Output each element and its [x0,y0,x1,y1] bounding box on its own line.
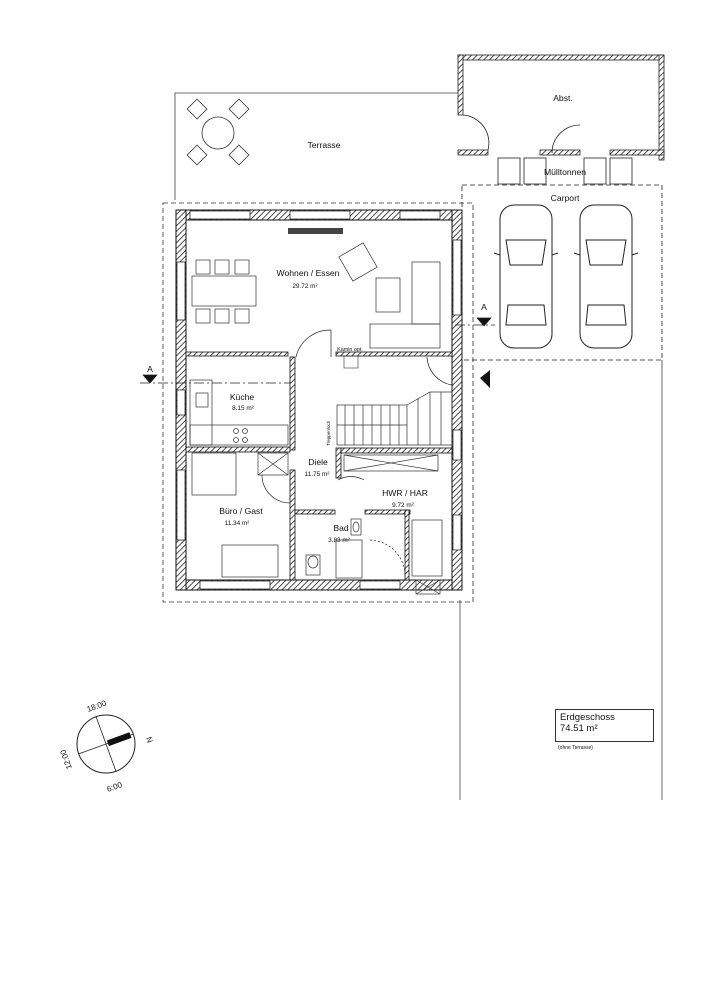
label-fireplace: Kamin opt. [337,347,363,353]
label-kitchen: Küche [230,392,255,402]
carport-structure [457,54,665,361]
label-terrace: Terrasse [308,140,341,150]
label-carport: Carport [551,193,580,203]
car-right-icon [573,204,639,349]
fireplace-icon [343,355,359,369]
area-hall: 11.75 m² [305,471,330,478]
compass-north: N [144,736,155,745]
label-living: Wohnen / Essen [277,268,340,278]
area-kitchen: 8.15 m² [232,405,254,412]
compass-bottom: 6:00 [106,780,124,794]
kitchen-counter-icon [189,379,289,446]
site-lines [174,92,663,800]
door-swings [261,329,453,577]
floor-area: 74.51 m² [560,723,598,734]
label-hall: Diele [308,457,328,467]
dining-set-icon [191,259,257,324]
label-bath: Bad [333,523,349,533]
tv-sideboard-icon [288,228,343,234]
compass-top: 18:00 [86,698,108,713]
bathroom-fixtures-icon [305,518,363,579]
area-office: 11.34 m² [225,520,250,527]
entrance-marker-icon [480,370,490,388]
compass-icon: N 18:00 6:00 12:00 [58,698,154,793]
interior-walls [185,351,453,581]
compass-left: 12:00 [58,748,73,770]
section-line-a [140,317,495,384]
label-bins: Mülltonnen [544,167,586,177]
floor-info-box: Erdgeschoss 74.51 m² [555,709,654,742]
floor-title: Erdgeschoss [560,712,615,723]
label-utility: HWR / HAR [382,488,428,498]
outer-walls [175,209,463,591]
area-living: 29.72 m² [292,283,317,290]
section-label-left: A [147,364,153,374]
utility-fixtures-icon [343,454,443,595]
office-furniture-icon [191,452,289,578]
sofa-icon [338,242,441,349]
area-utility: 9.72 m² [392,502,414,509]
staircase-icon [336,391,453,446]
section-label-right: A [481,302,487,312]
label-office: Büro / Gast [219,506,263,516]
label-stair-hole: Treppenloch [326,420,331,446]
car-left-icon [493,204,559,349]
label-storage: Abst. [553,93,573,103]
floor-area-note: (ohne Terrasse) [558,745,593,751]
area-bath: 3.83 m² [328,537,350,544]
terrace-table-icon [186,98,250,166]
house-outline-dashed [162,202,474,603]
